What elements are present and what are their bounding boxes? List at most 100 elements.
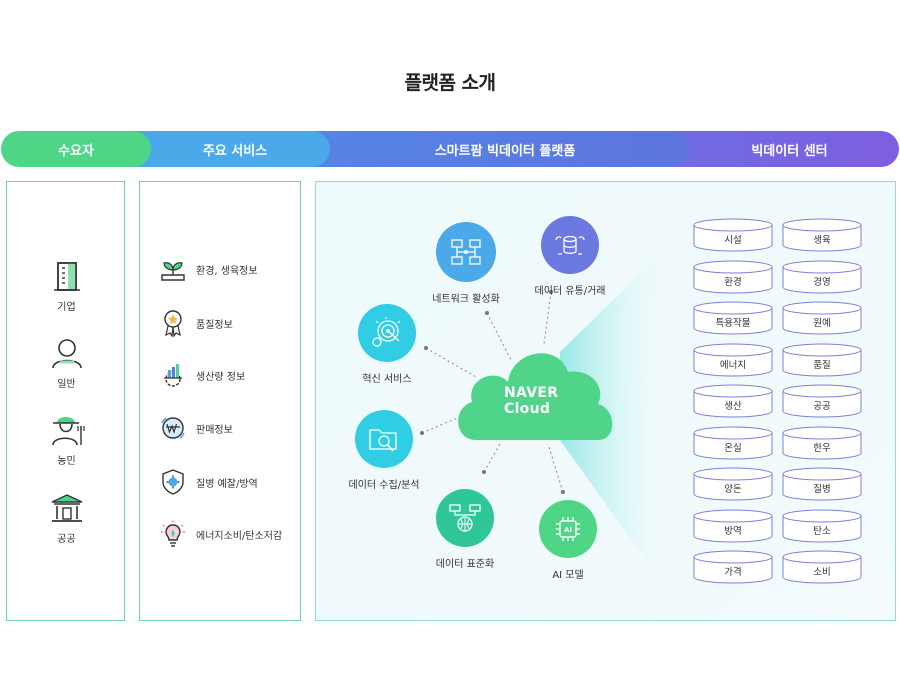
user-company: 기업 bbox=[7, 260, 126, 313]
cylinder-label: 탄소 bbox=[813, 525, 831, 537]
cylinder-label: 방역 bbox=[724, 525, 742, 537]
services-panel: 환경, 생육정보 품질정보 생산량 정보 판매정보 bbox=[139, 181, 301, 621]
user-label: 농민 bbox=[57, 456, 76, 467]
service-production: 생산량 정보 bbox=[160, 362, 245, 388]
farmer-icon bbox=[51, 417, 85, 446]
node-standard: 데이터 표준화 bbox=[410, 489, 520, 570]
person-icon bbox=[51, 339, 82, 369]
cylinder-shape bbox=[693, 218, 773, 252]
node-trade: 데이터 유통/거래 bbox=[515, 216, 625, 297]
ai-chip-icon: AI bbox=[556, 517, 580, 541]
service-label: 판매정보 bbox=[196, 424, 233, 436]
user-general: 일반 bbox=[7, 337, 126, 390]
data-cylinder: 에너지 bbox=[693, 343, 773, 376]
sprout-icon bbox=[161, 262, 185, 281]
shield-virus-icon bbox=[162, 469, 184, 495]
data-cylinder: 온실 bbox=[693, 426, 773, 459]
data-cylinder: 방역 bbox=[693, 509, 773, 542]
node-label: 혁신 서비스 bbox=[362, 374, 412, 385]
node-label: 데이터 유통/거래 bbox=[534, 286, 606, 297]
cylinder-shape bbox=[782, 218, 862, 252]
platform-panel: NAVER Cloud 네트워크 활성화 bbox=[315, 181, 896, 621]
ai-circle: AI bbox=[539, 500, 597, 558]
cylinder-label: 생산 bbox=[724, 401, 742, 412]
cylinder-shape bbox=[782, 426, 862, 459]
ai-chip-text: AI bbox=[564, 526, 572, 534]
data-cylinder: 경영 bbox=[782, 260, 862, 293]
cylinder-shape bbox=[782, 301, 862, 335]
cloud-line1: NAVER bbox=[504, 385, 559, 401]
cylinder-label: 양돈 bbox=[724, 484, 742, 495]
user-label: 공공 bbox=[57, 534, 76, 545]
cylinder-label: 소비 bbox=[813, 567, 831, 578]
platform-connections bbox=[420, 258, 656, 574]
won-coin-icon bbox=[161, 417, 185, 439]
data-cylinder: 가격 bbox=[693, 550, 773, 584]
cylinder-shape bbox=[693, 426, 773, 459]
data-cylinder: 품질 bbox=[782, 343, 862, 376]
cylinder-label: 한우 bbox=[813, 442, 831, 454]
data-cylinder: 질병 bbox=[782, 467, 862, 501]
target-bulb-icon bbox=[372, 317, 401, 347]
standard-circle bbox=[436, 489, 494, 547]
service-label: 에너지소비/탄소저감 bbox=[196, 530, 283, 542]
user-public: 공공 bbox=[7, 492, 126, 545]
node-label: 데이터 수집/분석 bbox=[348, 480, 420, 491]
lightbulb-icon bbox=[161, 520, 185, 547]
data-cylinder: 양돈 bbox=[693, 467, 773, 501]
gear-chart-icon bbox=[164, 364, 182, 387]
link-standard bbox=[483, 441, 502, 473]
cylinder-shape bbox=[693, 467, 773, 501]
network-circle bbox=[436, 222, 496, 282]
data-cylinder: 원예 bbox=[782, 301, 862, 335]
service-label: 환경, 생육정보 bbox=[196, 265, 258, 277]
cylinder-shape bbox=[782, 550, 862, 584]
cylinder-label: 특용작물 bbox=[715, 318, 751, 329]
data-cylinder: 환경 bbox=[693, 260, 773, 293]
cylinder-label: 에너지 bbox=[719, 359, 747, 371]
government-building-icon bbox=[51, 494, 82, 522]
ribbon-platform: 스마트팜 빅데이터 플랫폼 bbox=[300, 131, 690, 167]
cloud-brand: NAVER Cloud bbox=[504, 385, 558, 417]
service-label: 생산량 정보 bbox=[196, 371, 246, 383]
cylinder-shape bbox=[782, 509, 862, 542]
trade-circle bbox=[541, 216, 599, 274]
service-label: 품질정보 bbox=[196, 319, 233, 331]
cylinder-label: 환경 bbox=[724, 276, 742, 288]
cylinder-shape bbox=[782, 384, 862, 418]
data-cylinder: 탄소 bbox=[782, 509, 862, 542]
link-network bbox=[486, 312, 512, 361]
cylinder-shape bbox=[693, 509, 773, 542]
user-label: 기업 bbox=[57, 302, 76, 313]
node-collect: 데이터 수집/분석 bbox=[329, 410, 439, 491]
service-sales: 판매정보 bbox=[160, 415, 233, 441]
ribbon-services: 주요 서비스 bbox=[120, 131, 330, 167]
service-quality: 품질정보 bbox=[160, 309, 233, 337]
node-ai: AI AI 모델 bbox=[513, 500, 623, 581]
cylinder-label: 공공 bbox=[813, 401, 831, 412]
collect-circle bbox=[355, 410, 413, 468]
cylinder-shape bbox=[782, 343, 862, 376]
cylinder-label: 경영 bbox=[813, 276, 831, 288]
data-cylinder: 소비 bbox=[782, 550, 862, 584]
folder-search-icon bbox=[369, 429, 397, 452]
cylinder-label: 시설 bbox=[724, 235, 742, 246]
cloud-shape bbox=[458, 353, 613, 440]
ribbon-center: 빅데이터 센터 bbox=[660, 131, 899, 167]
data-cylinder: 특용작물 bbox=[693, 301, 773, 335]
cylinder-shape bbox=[693, 550, 773, 584]
cylinder-label: 온실 bbox=[724, 442, 742, 454]
cylinder-shape bbox=[782, 260, 862, 293]
data-cylinder: 공공 bbox=[782, 384, 862, 418]
service-environment: 환경, 생육정보 bbox=[160, 256, 258, 282]
building-icon bbox=[53, 262, 80, 291]
link-collect bbox=[421, 415, 463, 434]
node-label: 네트워크 활성화 bbox=[432, 294, 500, 305]
database-cloud-icon bbox=[555, 235, 585, 255]
cylinder-shape bbox=[693, 260, 773, 293]
node-label: 데이터 표준화 bbox=[435, 559, 495, 570]
cylinder-shape bbox=[693, 384, 773, 418]
service-energy: 에너지소비/탄소저감 bbox=[160, 520, 282, 548]
cylinder-label: 질병 bbox=[813, 484, 831, 495]
globe-network-icon bbox=[449, 504, 481, 532]
